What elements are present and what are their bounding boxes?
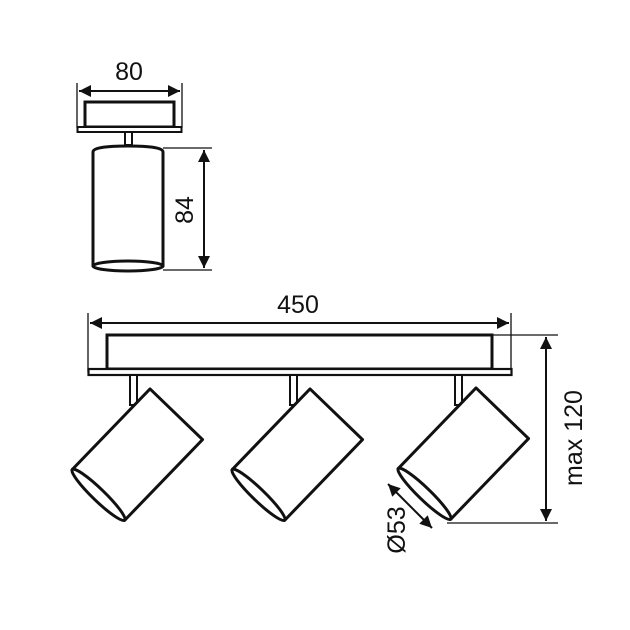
max-height-label: max 120 (560, 390, 588, 486)
front-view (66, 313, 558, 529)
spotlight-2 (226, 387, 365, 527)
width-label-80: 80 (115, 58, 143, 86)
spotlight-3 (392, 386, 531, 526)
side-view (76, 83, 212, 273)
length-label-450: 450 (277, 291, 319, 319)
spotlight-1 (66, 387, 205, 527)
diameter-label: Ø53 (383, 506, 411, 553)
height-label-84: 84 (171, 196, 199, 224)
